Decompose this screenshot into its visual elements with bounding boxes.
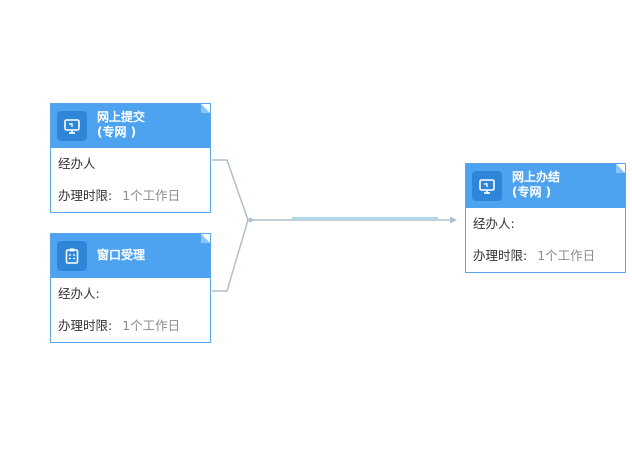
time-limit-row: 办理时限: 1个工作日 [51,180,210,212]
corner-fold [201,104,210,113]
monitor-icon [472,171,502,201]
node-header: 网上提交 (专网 ) [51,104,210,148]
handler-label: 经办人: [58,286,100,301]
time-limit-row: 办理时限: 1个工作日 [466,240,625,272]
arrowhead-icon [450,216,457,224]
time-limit-value: 1个工作日 [122,188,181,203]
time-limit-value: 1个工作日 [122,318,181,333]
node-online-complete[interactable]: 网上办结 (专网 ) 经办人: 办理时限: 1个工作日 [465,163,626,273]
handler-row: 经办人: [51,278,210,310]
connector-submit-to-merge [212,159,249,221]
handler-row: 经办人 [51,148,210,180]
monitor-icon [57,111,87,141]
node-title: 网上提交 (专网 ) [97,110,146,139]
node-title: 网上办结 (专网 ) [512,170,561,199]
node-title: 窗口受理 [97,248,146,262]
corner-fold [201,234,210,243]
time-limit-row: 办理时限: 1个工作日 [51,310,210,342]
clipboard-icon [57,241,87,271]
node-header: 网上办结 (专网 ) [466,164,625,208]
node-window-accept[interactable]: 窗口受理 经办人: 办理时限: 1个工作日 [50,233,211,343]
time-limit-label: 办理时限: [58,188,113,203]
time-limit-label: 办理时限: [58,318,113,333]
node-online-submit[interactable]: 网上提交 (专网 ) 经办人 办理时限: 1个工作日 [50,103,211,213]
handler-label: 经办人 [58,156,96,171]
time-limit-label: 办理时限: [473,248,528,263]
merge-arrow-icon [249,217,256,223]
time-limit-value: 1个工作日 [537,248,596,263]
corner-fold [616,164,625,173]
node-header: 窗口受理 [51,234,210,278]
handler-row: 经办人: [466,208,625,240]
handler-label: 经办人: [473,216,515,231]
connector-accept-to-merge [212,219,249,292]
